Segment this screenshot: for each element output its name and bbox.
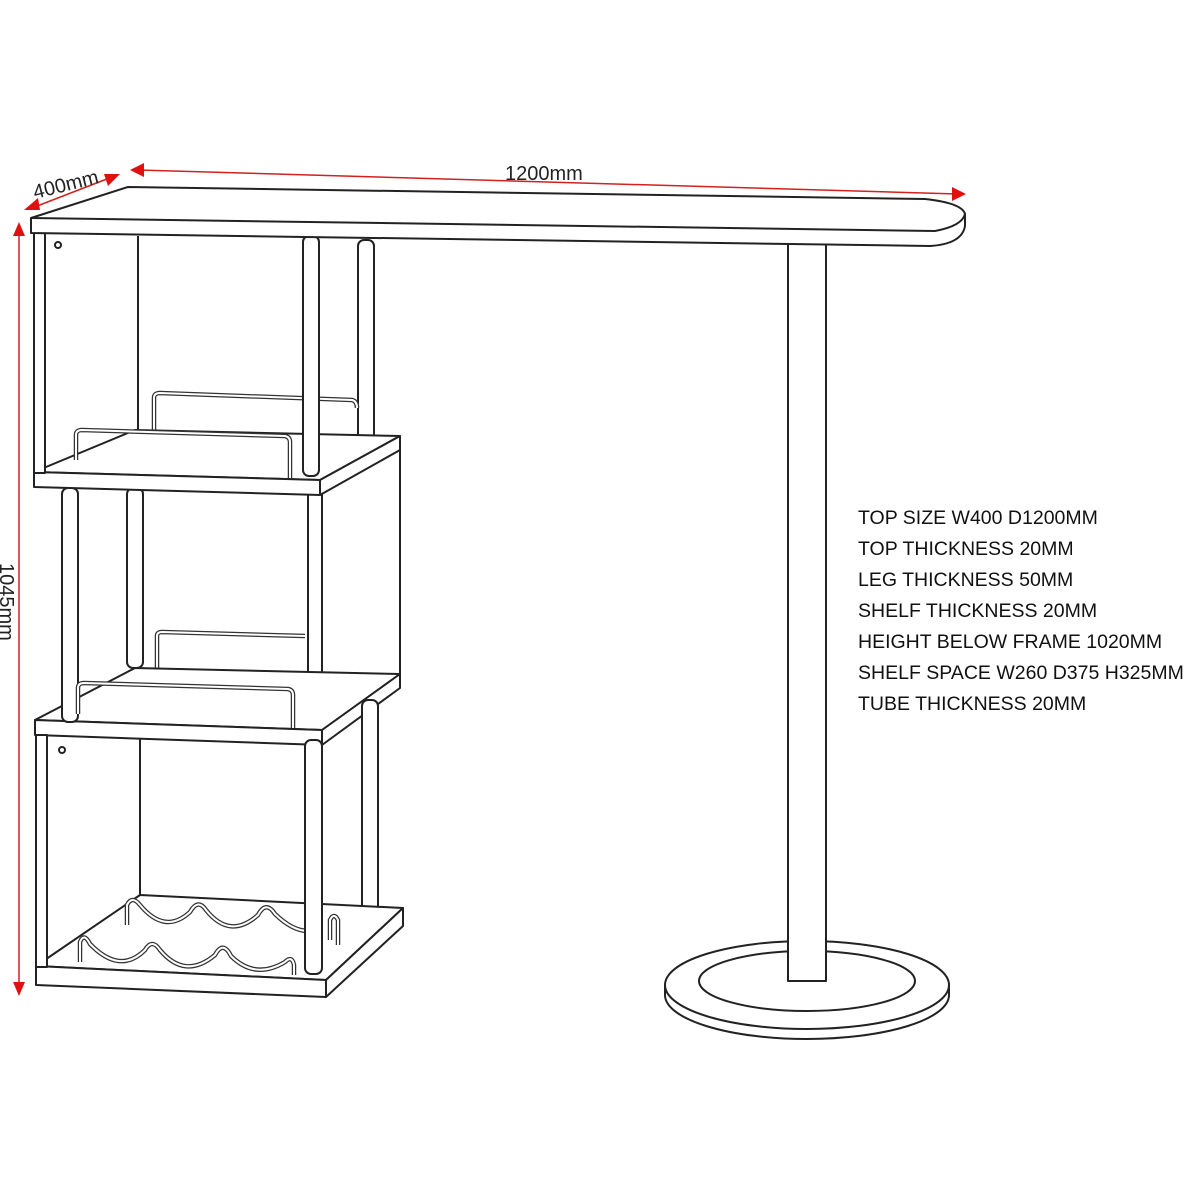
spec-item: TOP SIZE W400 D1200MM bbox=[858, 507, 1098, 529]
wine-rack bbox=[77, 897, 341, 975]
spec-item: SHELF SPACE W260 D375 H325MM bbox=[858, 662, 1184, 684]
spec-list: TOP SIZE W400 D1200MM TOP THICKNESS 20MM… bbox=[858, 503, 1184, 720]
spec-item: TOP THICKNESS 20MM bbox=[858, 538, 1074, 560]
width-label: 1200mm bbox=[505, 163, 583, 185]
pedestal-pole bbox=[787, 239, 827, 982]
height-dimension: 1045mm bbox=[0, 222, 25, 996]
spec-item: LEG THICKNESS 50MM bbox=[858, 569, 1074, 591]
table-top bbox=[30, 186, 966, 247]
spec-item: HEIGHT BELOW FRAME 1020MM bbox=[858, 631, 1163, 653]
height-label: 1045mm bbox=[0, 563, 17, 641]
spec-item: SHELF THICKNESS 20MM bbox=[858, 600, 1098, 622]
spec-item: TUBE THICKNESS 20MM bbox=[858, 693, 1087, 715]
width-dimension: 1200mm bbox=[130, 163, 966, 201]
